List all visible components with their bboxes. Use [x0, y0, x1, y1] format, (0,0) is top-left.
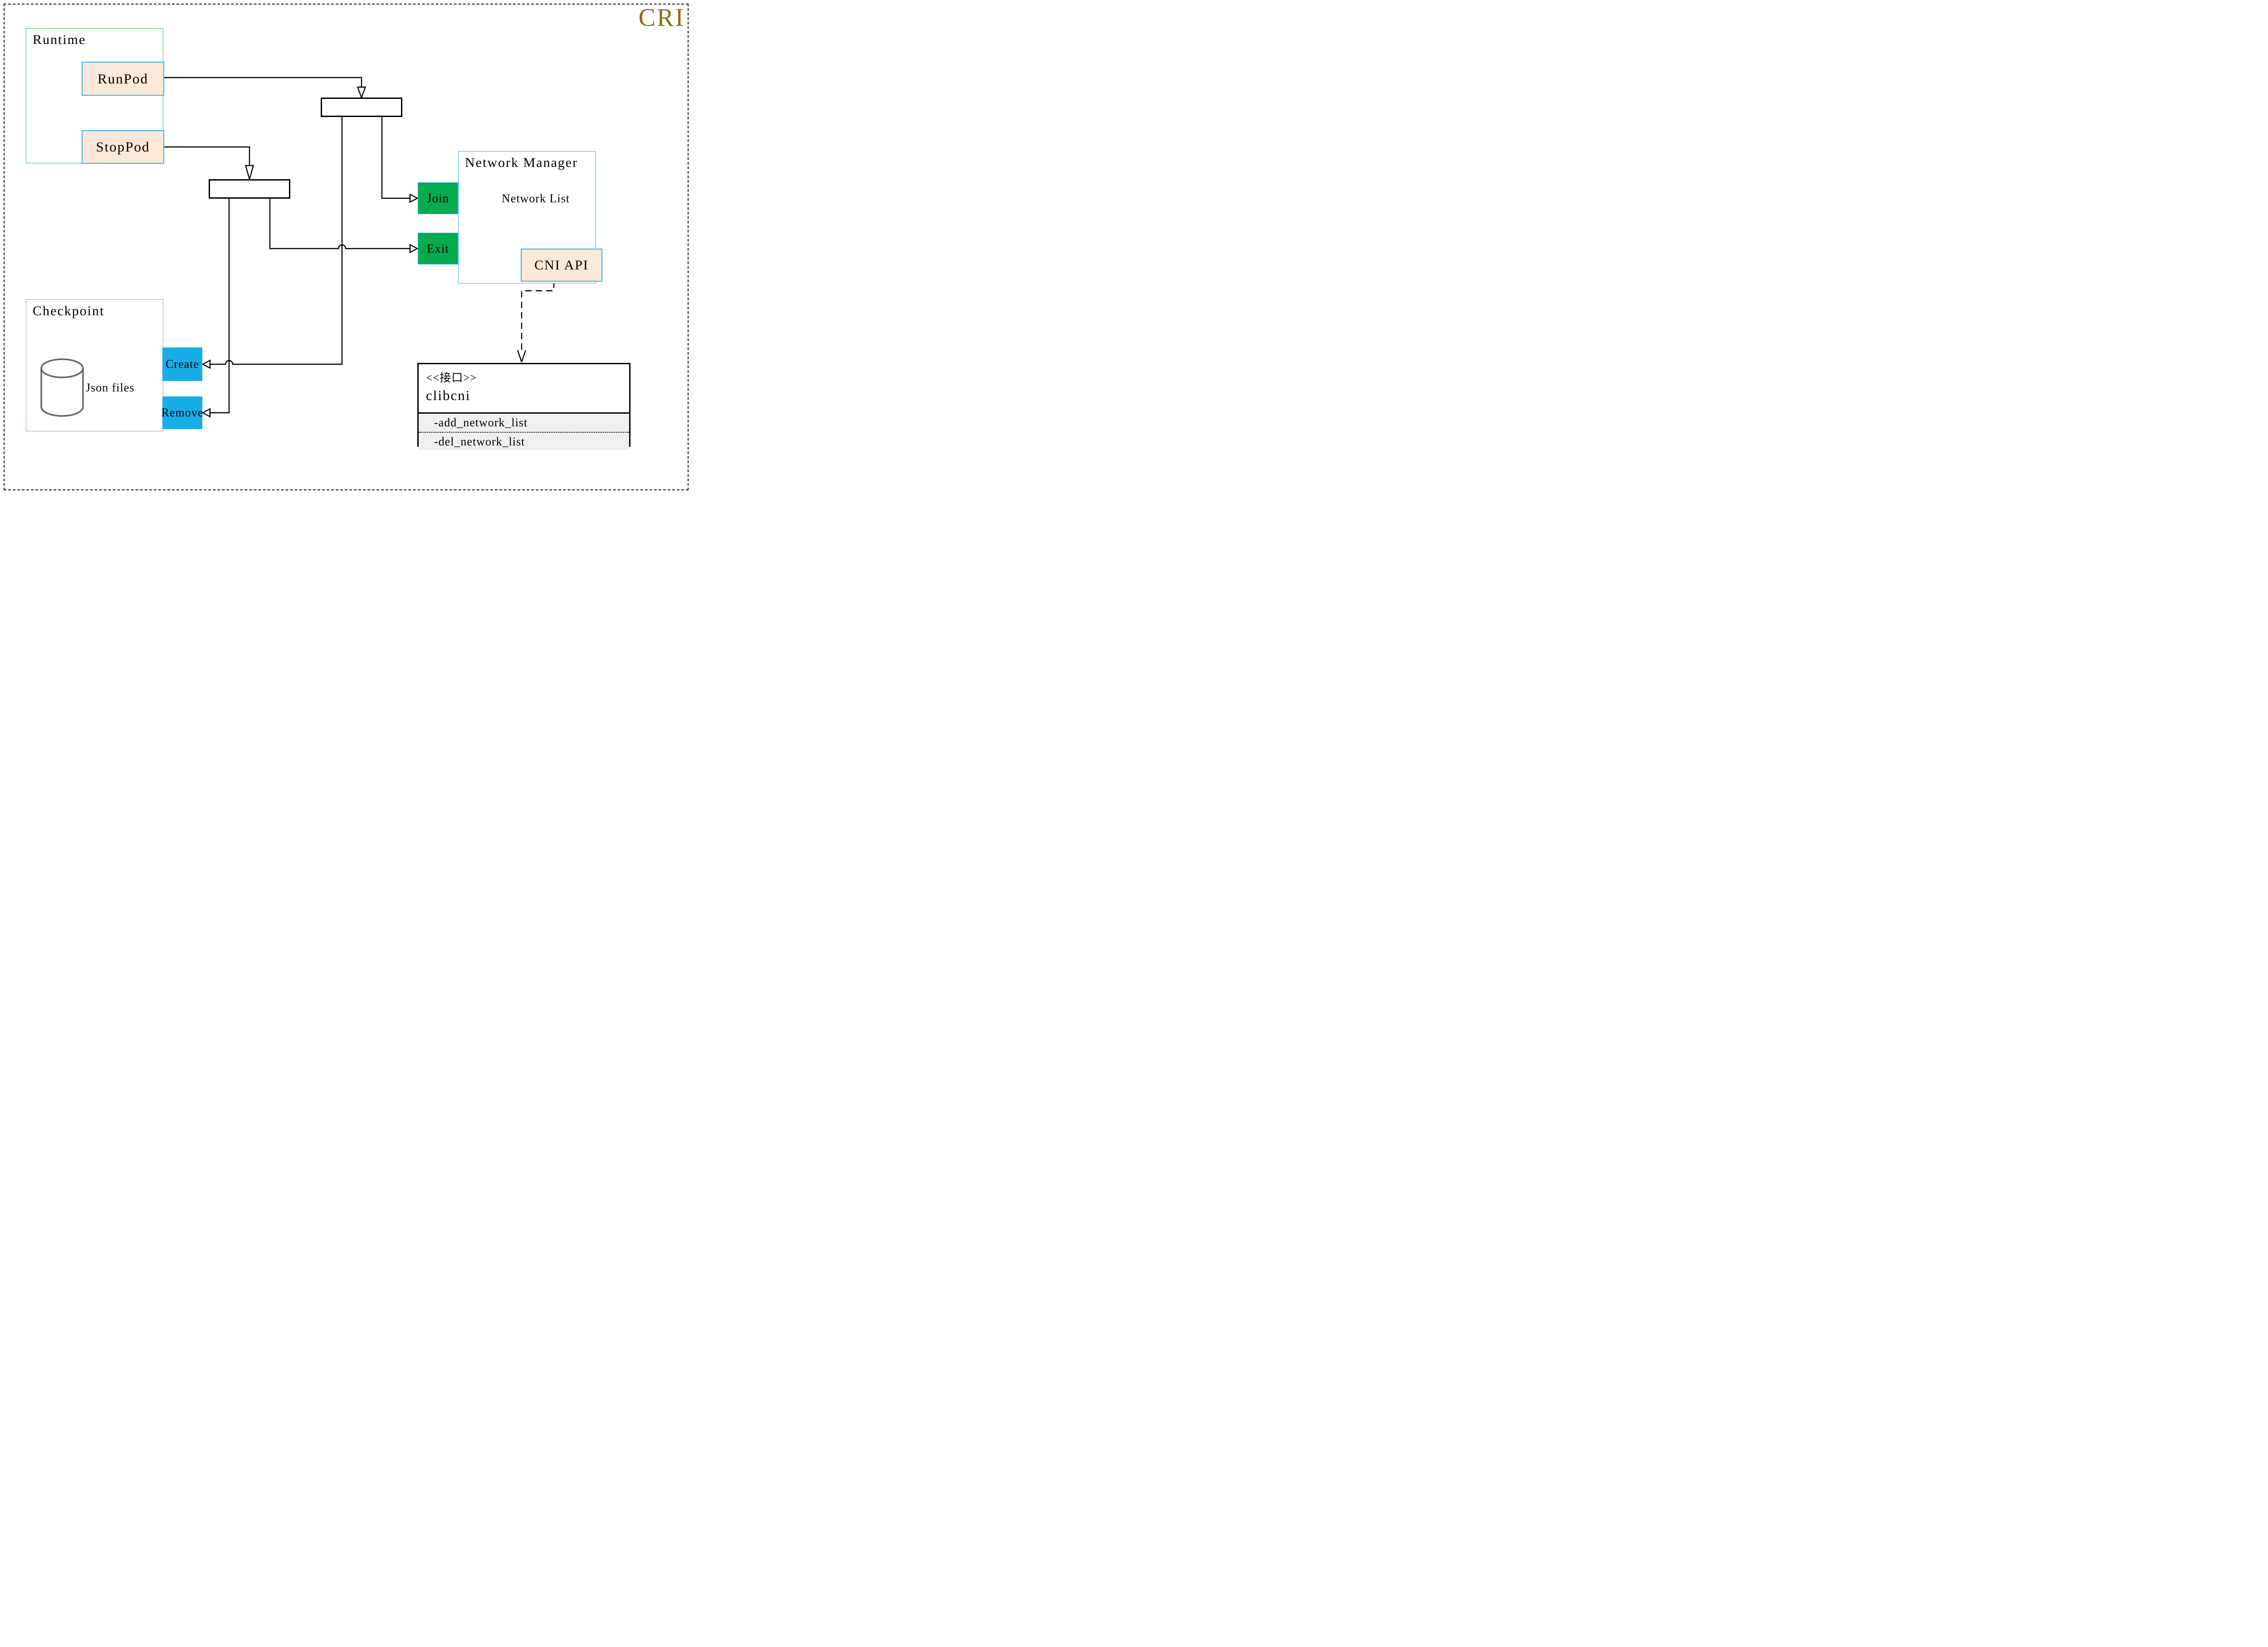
clibcni-interface: <<接口>> clibcni -add_network_list -del_ne…	[417, 363, 631, 450]
join-node: Join	[418, 182, 458, 214]
method-row: -add_network_list	[419, 414, 629, 433]
create-node: Create	[162, 347, 202, 381]
clibcni-header: <<接口>> clibcni	[419, 364, 629, 412]
clibcni-stereotype: <<接口>>	[426, 372, 477, 384]
hollow-arrowhead-left-remove	[201, 408, 211, 418]
open-v-arrowhead	[517, 350, 527, 362]
database-icon	[40, 358, 84, 378]
junction-box-runpod	[321, 98, 402, 117]
cni-api-label: CNI API	[534, 257, 589, 273]
hollow-arrowhead-down-bus1	[357, 86, 367, 100]
runtime-title: Runtime	[33, 32, 86, 47]
json-files-label: Json files	[86, 381, 135, 394]
network-manager-title: Network Manager	[465, 155, 578, 170]
junction-box-stoppod	[209, 179, 290, 199]
bus1-to-create-connector	[210, 117, 343, 365]
stoppod-node: StopPod	[82, 130, 164, 164]
bus1-to-join-connector	[381, 117, 410, 199]
cri-diagram: CRI Runtime	[0, 0, 701, 493]
runpod-label: RunPod	[98, 70, 148, 87]
runpod-node: RunPod	[82, 62, 164, 96]
stoppod-to-bus2-connector	[164, 146, 250, 166]
join-label: Join	[426, 191, 449, 205]
database-icon	[40, 368, 84, 417]
bus2-to-exit-connector	[269, 199, 410, 249]
create-label: Create	[166, 357, 199, 371]
stoppod-label: StopPod	[96, 139, 150, 155]
runpod-to-bus1-connector	[164, 77, 362, 87]
cni-api-node: CNI API	[521, 249, 602, 282]
exit-label: Exit	[427, 241, 449, 255]
diagram-title: CRI	[638, 4, 685, 32]
hollow-arrowhead-left-create	[201, 359, 211, 369]
checkpoint-group: Checkpoint	[26, 299, 163, 431]
clibcni-name: clibcni	[426, 387, 471, 403]
remove-node: Remove	[161, 396, 204, 429]
network-list-label: Network List	[502, 192, 570, 205]
hollow-arrowhead-right-join	[409, 193, 419, 203]
clibcni-methods-section: -add_network_list -del_network_list	[419, 412, 629, 450]
hollow-arrowhead-right-exit	[409, 244, 419, 254]
checkpoint-title: Checkpoint	[33, 303, 105, 318]
bus2-to-remove-connector	[210, 199, 230, 414]
remove-label: Remove	[161, 406, 204, 419]
cni-api-to-clibcni-dashed-connector	[521, 282, 555, 350]
outer-dashed-border	[4, 4, 689, 490]
hollow-arrowhead-down-bus2	[244, 165, 254, 181]
method-label: -del_network_list	[434, 435, 525, 448]
method-label: -add_network_list	[434, 416, 528, 429]
method-row: -del_network_list	[419, 433, 629, 451]
exit-node: Exit	[418, 233, 458, 264]
